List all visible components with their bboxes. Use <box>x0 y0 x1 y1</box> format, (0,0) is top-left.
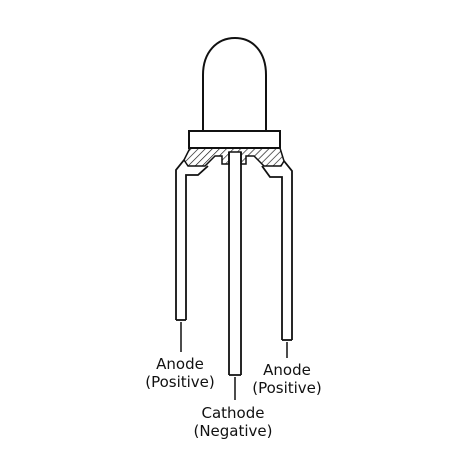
label-anode-left-name: Anode <box>156 355 204 373</box>
anode-lead-left <box>175 159 209 320</box>
cathode-lead <box>228 152 242 376</box>
label-cathode: Cathode (Negative) <box>178 404 288 440</box>
label-anode-left: Anode (Positive) <box>143 355 217 391</box>
label-cathode-name: Cathode <box>201 404 265 422</box>
label-anode-right-polarity: (Positive) <box>252 379 322 397</box>
label-anode-right-name: Anode <box>263 361 311 379</box>
label-anode-left-polarity: (Positive) <box>145 373 215 391</box>
label-cathode-polarity: (Negative) <box>193 422 273 440</box>
led-base-hatched <box>183 147 285 167</box>
label-anode-right: Anode (Positive) <box>250 361 324 397</box>
led-dome <box>202 36 267 132</box>
anode-lead-right <box>261 160 293 340</box>
led-flange <box>188 130 281 149</box>
